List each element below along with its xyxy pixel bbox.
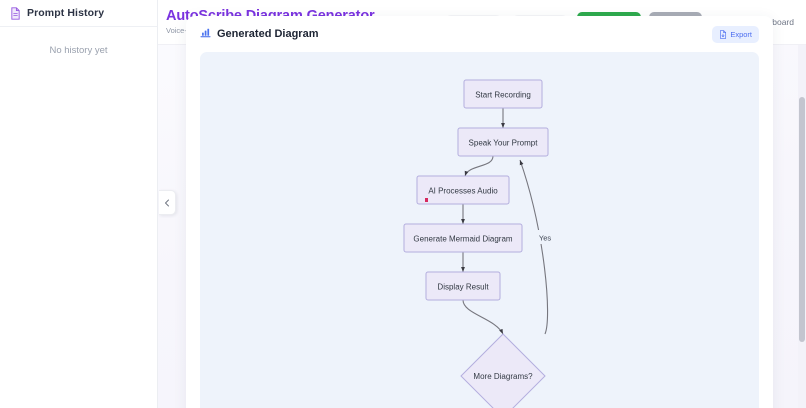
node-display-result[interactable]: Display Result [425, 271, 501, 301]
node-speak-your-prompt[interactable]: Speak Your Prompt [457, 127, 549, 157]
sidebar-header: Prompt History [0, 0, 157, 27]
vertical-scrollbar-thumb[interactable] [799, 97, 805, 342]
chevron-left-icon [165, 199, 169, 206]
node-label: AI Processes Audio [428, 187, 498, 196]
node-generate-mermaid-diagram[interactable]: Generate Mermaid Diagram [403, 223, 523, 253]
bar-chart-icon [200, 25, 211, 43]
prompt-history-sidebar: Prompt History No history yet [0, 0, 158, 408]
generated-diagram-card: Generated Diagram Export [186, 16, 773, 408]
empty-history-text: No history yet [49, 45, 108, 56]
sidebar-collapse-button[interactable] [159, 190, 176, 215]
sidebar-title: Prompt History [27, 7, 105, 19]
node-more-diagrams[interactable]: More Diagrams? [460, 333, 546, 408]
main-region: AutoScribe Diagram Generator Voice-to-di… [158, 0, 806, 408]
document-icon [10, 6, 21, 20]
error-marker-dot [425, 198, 428, 202]
node-label: Generate Mermaid Diagram [413, 235, 512, 244]
flowchart-svg: Start Recording Speak Your Prompt AI Pro… [403, 79, 556, 408]
node-ai-processes-audio[interactable]: AI Processes Audio [416, 175, 510, 205]
card-title: Generated Diagram [217, 28, 319, 40]
node-label: Display Result [437, 283, 489, 292]
edge-label-text: Yes [539, 234, 551, 243]
flowchart-edges [461, 108, 549, 335]
node-label: More Diagrams? [473, 372, 533, 381]
sidebar-history-list: No history yet [0, 27, 157, 408]
node-label: Speak Your Prompt [469, 139, 539, 148]
card-header: Generated Diagram Export [186, 16, 773, 52]
export-button[interactable]: Export [712, 25, 759, 43]
flowchart-nodes: Start Recording Speak Your Prompt AI Pro… [403, 79, 549, 408]
vertical-scrollbar-track[interactable] [798, 45, 806, 408]
export-file-icon [720, 29, 727, 39]
export-button-label: Export [730, 29, 752, 39]
diagram-canvas[interactable]: Start Recording Speak Your Prompt AI Pro… [200, 52, 759, 408]
node-start-recording[interactable]: Start Recording [463, 79, 543, 109]
edge-label-yes: Yes [534, 230, 556, 244]
node-label: Start Recording [475, 91, 531, 100]
